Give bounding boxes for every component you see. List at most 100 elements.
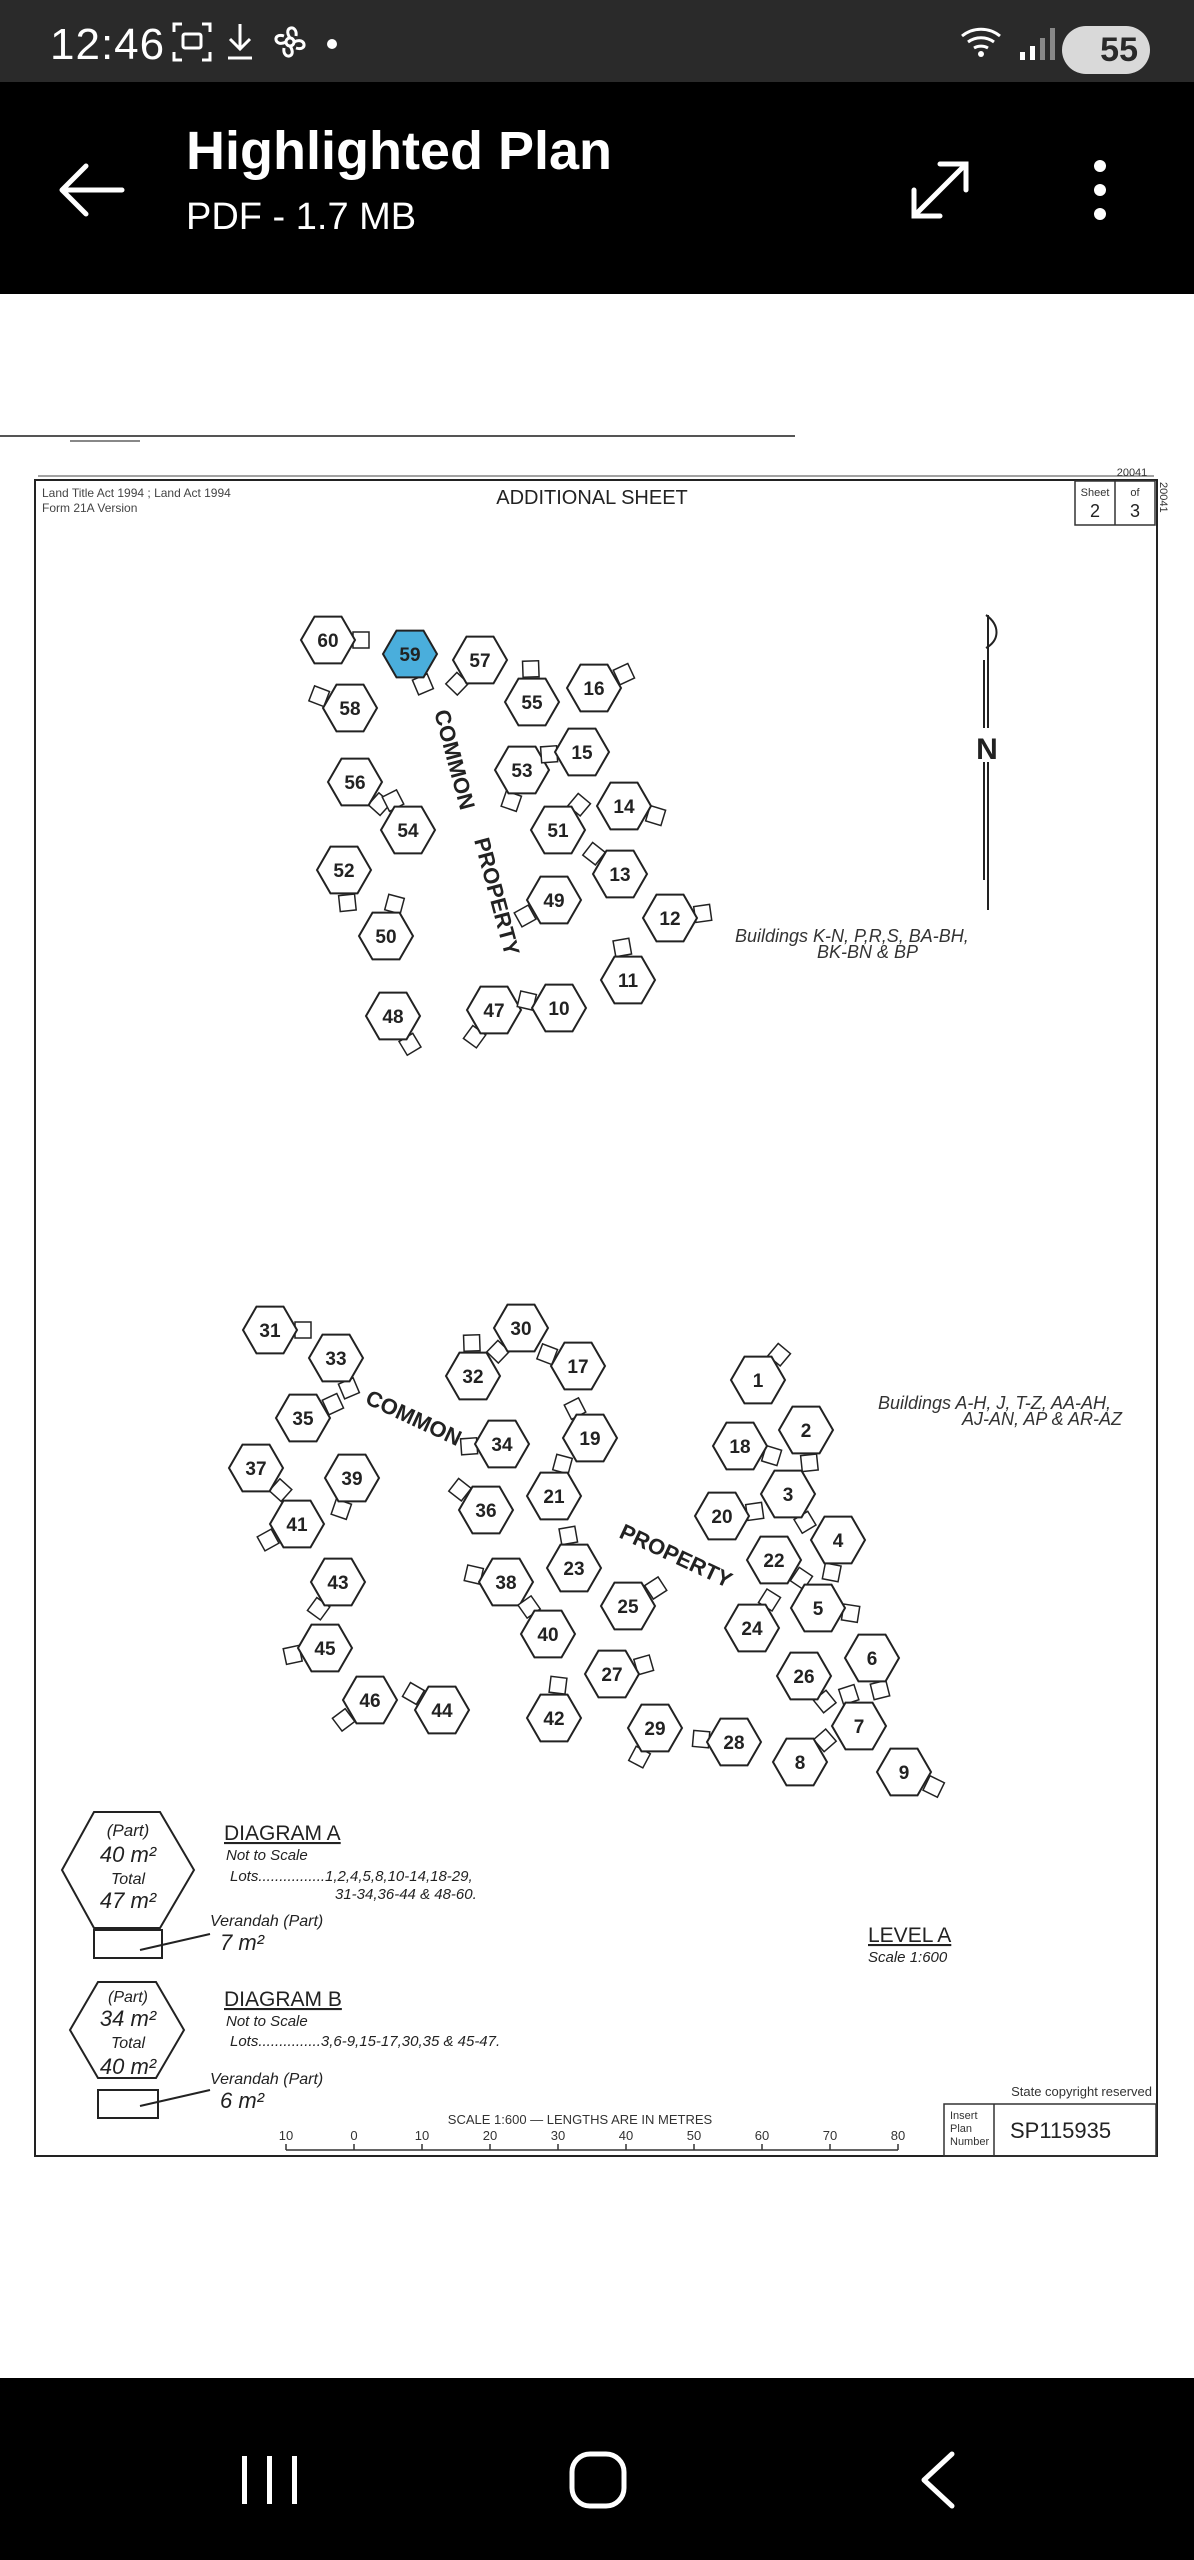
lot-56: 56 (326, 757, 392, 817)
diagram-b-verandah-area: 6 m² (220, 2088, 265, 2113)
lot-number-28: 28 (723, 1733, 744, 1754)
lot-number-31: 31 (259, 1321, 281, 1342)
lot-12: 12 (641, 893, 713, 943)
diagram-b-shape (68, 1981, 211, 2119)
lot-number-19: 19 (579, 1429, 600, 1450)
lot-number-39: 39 (341, 1469, 362, 1490)
lot-hexagon-35 (274, 1393, 332, 1443)
notification-dot-icon (327, 39, 337, 49)
lot-hexagon-26 (775, 1651, 833, 1701)
lot-number-4: 4 (833, 1531, 844, 1552)
status-bar: 12:46 55 (0, 0, 1194, 82)
lot-hexagon-47 (465, 985, 523, 1035)
lot-hexagon-30 (492, 1303, 550, 1353)
lot-hexagon-44 (413, 1685, 471, 1735)
verandah-42 (548, 1675, 568, 1695)
act-text-1: Land Title Act 1994 ; Land Act 1994 (42, 486, 231, 500)
lot-number-7: 7 (854, 1717, 865, 1738)
more-options-button[interactable] (1070, 150, 1130, 230)
lot-hexagon-14 (595, 781, 653, 831)
lot-9: 9 (875, 1747, 946, 1799)
lot-number-40: 40 (537, 1625, 558, 1646)
lot-hexagon-41 (268, 1499, 326, 1549)
pdf-viewer[interactable] (0, 294, 1194, 2378)
lot-4: 4 (809, 1515, 867, 1583)
lot-hexagon-33 (307, 1333, 365, 1383)
lot-hexagon-27 (583, 1649, 641, 1699)
lot-hexagon-39 (323, 1453, 381, 1503)
lot-hexagon-56 (326, 757, 384, 807)
lot-number-47: 47 (483, 1001, 504, 1022)
lot-number-8: 8 (795, 1753, 806, 1774)
scale-tick-label: 0 (350, 2128, 357, 2143)
lot-hexagon-3 (759, 1469, 817, 1519)
lot-hexagon-37 (227, 1443, 285, 1493)
verandah-17 (535, 1342, 559, 1366)
lot-49: 49 (513, 875, 583, 928)
side-number: 20041 (1157, 482, 1169, 513)
lot-number-12: 12 (659, 909, 680, 930)
plan-number: SP115935 (1010, 2118, 1111, 2143)
lot-number-9: 9 (899, 1763, 910, 1784)
recents-button[interactable] (230, 2440, 310, 2520)
lot-number-54: 54 (397, 821, 419, 842)
lot-hexagon-31 (241, 1305, 299, 1355)
buildings-bottom-line2: AJ-AN, AP & AR-AZ (961, 1409, 1123, 1429)
navigation-bar (0, 2378, 1194, 2560)
north-label: N (976, 733, 998, 766)
nav-back-button[interactable] (900, 2440, 980, 2520)
lot-39: 39 (323, 1453, 381, 1521)
lot-hexagon-53 (493, 745, 551, 795)
expand-button[interactable] (900, 150, 980, 230)
level-scale: Scale 1:600 (868, 1949, 948, 1966)
lot-15: 15 (539, 727, 611, 777)
lot-3: 3 (759, 1469, 818, 1535)
lot-hexagon-57 (451, 635, 509, 685)
lot-16: 16 (565, 662, 636, 713)
lot-number-52: 52 (333, 861, 354, 882)
lot-35: 35 (274, 1392, 345, 1443)
lot-number-11: 11 (618, 971, 639, 992)
lot-number-15: 15 (571, 743, 593, 764)
lot-hexagon-17 (549, 1341, 607, 1391)
verandah-13 (581, 841, 607, 866)
lot-40: 40 (516, 1594, 577, 1659)
verandah-41 (256, 1528, 280, 1552)
lot-20: 20 (693, 1491, 765, 1541)
verandah-36 (447, 1477, 473, 1502)
lot-hexagon-29 (626, 1703, 684, 1753)
lot-number-16: 16 (583, 679, 604, 700)
lot-54: 54 (379, 788, 437, 855)
lot-51: 51 (529, 792, 592, 855)
lot-hexagon-6 (843, 1633, 901, 1683)
document-subtitle: PDF - 1.7 MB (186, 196, 417, 238)
lot-number-30: 30 (510, 1319, 531, 1340)
lot-number-34: 34 (491, 1435, 513, 1456)
lot-hexagon-15 (553, 727, 611, 777)
lot-1: 1 (729, 1342, 792, 1405)
lot-number-55: 55 (521, 693, 543, 714)
lot-hexagon-36 (457, 1485, 515, 1535)
of-number: 3 (1130, 501, 1140, 521)
lot-hexagon-58 (321, 683, 379, 733)
verandah-16 (612, 662, 636, 686)
insert-plan-box (943, 2103, 1157, 2157)
diagram-a-lots-1: Lots................1,2,4,5,8,10-14,18-2… (230, 1868, 473, 1885)
lot-10: 10 (516, 983, 588, 1033)
diagram-a-title: DIAGRAM A (224, 1822, 341, 1845)
lot-number-24: 24 (741, 1619, 763, 1640)
scale-tick-label: 80 (891, 2128, 905, 2143)
lot-number-42: 42 (543, 1709, 564, 1730)
scale-tick-label: 60 (755, 2128, 769, 2143)
lot-50: 50 (357, 893, 415, 961)
back-button[interactable] (52, 150, 132, 230)
lot-32: 32 (444, 1333, 502, 1401)
sheet-header: ADDITIONAL SHEET (496, 487, 688, 509)
lot-hexagon-23 (545, 1543, 603, 1593)
lot-hexagon-18 (711, 1421, 769, 1471)
verandah-58 (307, 684, 331, 708)
survey-plan-page[interactable]: Land Title Act 1994 ; Land Act 1994 Form… (0, 420, 1194, 2180)
lot-number-33: 33 (325, 1349, 346, 1370)
home-button[interactable] (560, 2440, 640, 2520)
lot-59: 59 (381, 629, 439, 696)
